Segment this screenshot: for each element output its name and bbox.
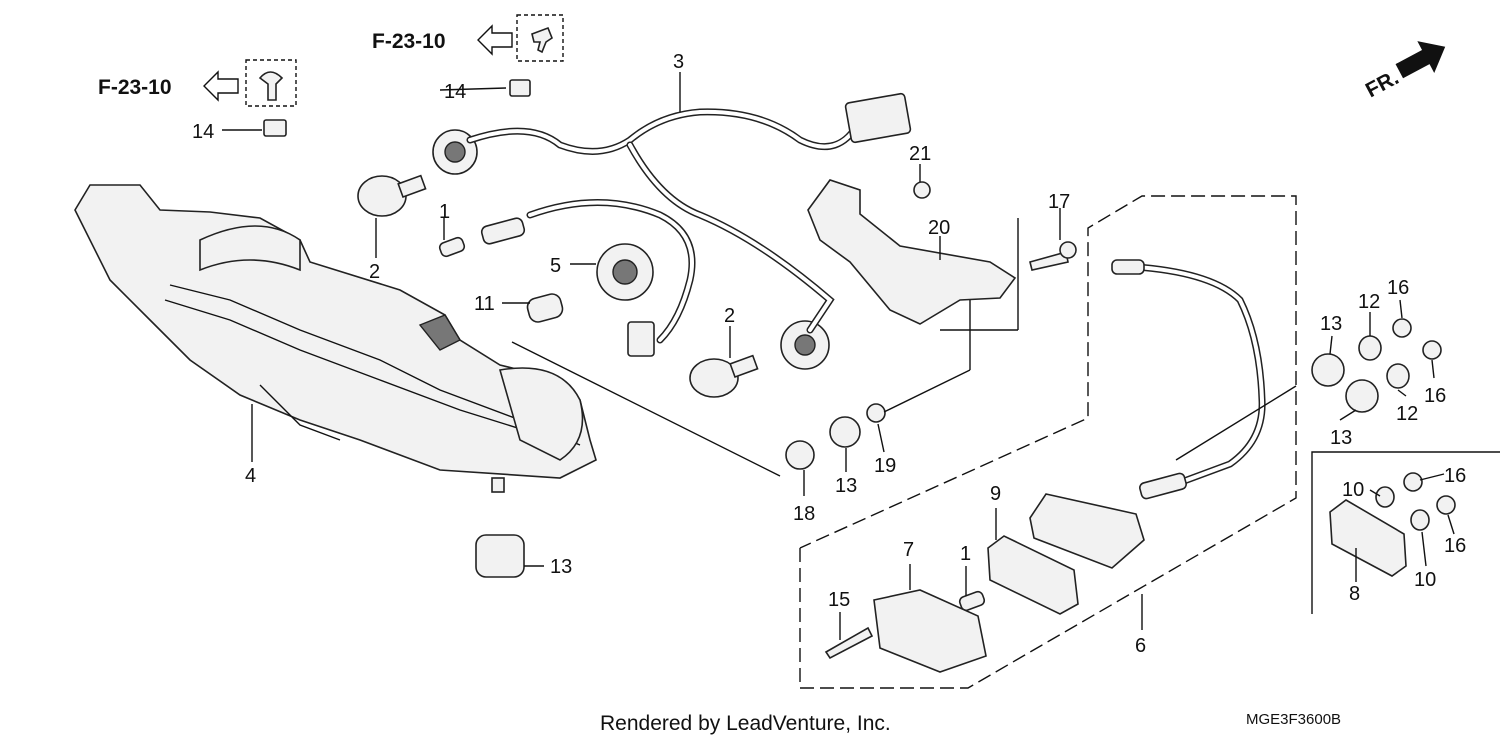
callout-4[interactable]: 4	[245, 465, 256, 487]
callout-5[interactable]: 5	[550, 255, 561, 277]
bulb-2-upper	[357, 174, 427, 217]
callout-1-lower[interactable]: 1	[960, 543, 971, 565]
tail-light-housing	[74, 184, 597, 493]
callouts: 1 1 2 2 3 4 5 6 7 8 9 10 10 11 12 12 13 …	[192, 51, 1466, 657]
grommet-13-a	[829, 416, 861, 448]
callout-16-d[interactable]: 16	[1444, 535, 1466, 557]
callout-16-a[interactable]: 16	[1387, 277, 1409, 299]
reflector-plate-group	[1311, 451, 1500, 614]
bulb-11	[526, 293, 564, 323]
callout-9[interactable]: 9	[990, 483, 1001, 505]
callout-19[interactable]: 19	[874, 455, 896, 477]
washer-19	[866, 403, 886, 423]
collar-12-a	[1358, 335, 1382, 361]
callout-13-d[interactable]: 13	[550, 556, 572, 578]
callout-11[interactable]: 11	[474, 293, 495, 315]
socket-upper	[432, 129, 478, 175]
callout-13-b[interactable]: 13	[1330, 427, 1352, 449]
socket-lower	[780, 320, 830, 370]
license-light-group	[799, 195, 1297, 689]
clip-14-a	[509, 79, 531, 97]
callout-20[interactable]: 20	[928, 217, 950, 239]
callout-18[interactable]: 18	[793, 503, 815, 525]
front-direction: FR.	[1362, 41, 1446, 102]
bulb-2-lower	[689, 354, 759, 398]
ref-left-label[interactable]: F-23-10	[98, 76, 172, 99]
grommet-13-b	[475, 534, 525, 578]
callout-10-b[interactable]: 10	[1414, 569, 1436, 591]
callout-12-a[interactable]: 12	[1358, 291, 1380, 313]
collar-10-b	[1410, 509, 1430, 531]
ref-left-arrow-icon	[203, 70, 239, 102]
ref-upper-box	[516, 14, 564, 62]
screw-15	[824, 626, 874, 660]
front-direction-arrow-icon	[1395, 41, 1446, 79]
collar-10-a	[1375, 486, 1395, 508]
callout-1-upper[interactable]: 1	[439, 201, 450, 223]
front-direction-label: FR.	[1362, 66, 1403, 102]
ref-upper[interactable]: F-23-10	[372, 14, 564, 62]
grommet-13-d	[1345, 379, 1379, 413]
callout-12-b[interactable]: 12	[1396, 403, 1418, 425]
callout-10-a[interactable]: 10	[1342, 479, 1364, 501]
callout-13-a[interactable]: 13	[1320, 313, 1342, 335]
callout-15[interactable]: 15	[828, 589, 850, 611]
collar-18	[785, 440, 815, 470]
bulb-1-upper	[438, 236, 466, 258]
callout-14-a[interactable]: 14	[444, 81, 466, 103]
grommet-13-c	[1311, 353, 1345, 387]
diagram-code: MGE3F3600B	[1246, 711, 1341, 728]
nut-16-b	[1422, 340, 1442, 360]
callout-21[interactable]: 21	[909, 143, 931, 165]
nut-16-c	[1403, 472, 1423, 492]
callout-14-b[interactable]: 14	[192, 121, 214, 143]
nut-16-a	[1392, 318, 1412, 338]
clip-14-b	[263, 119, 287, 137]
ref-upper-label[interactable]: F-23-10	[372, 30, 446, 53]
ref-left-box	[245, 59, 297, 107]
ref-left[interactable]: F-23-10	[98, 59, 297, 107]
footer-credit: Rendered by LeadVenture, Inc.	[600, 712, 891, 735]
callout-6[interactable]: 6	[1135, 635, 1146, 657]
callout-16-b[interactable]: 16	[1424, 385, 1446, 407]
bulb-1-lower	[958, 590, 986, 612]
socket-side	[480, 217, 526, 245]
callout-13-c[interactable]: 13	[835, 475, 857, 497]
callout-2-lower[interactable]: 2	[724, 305, 735, 327]
bolt-icon	[258, 71, 284, 101]
collar-12-b	[1386, 363, 1410, 389]
ref-upper-arrow-icon	[477, 24, 513, 56]
wire-harness	[466, 92, 912, 357]
callout-2-upper[interactable]: 2	[369, 261, 380, 283]
socket-5	[596, 243, 654, 301]
callout-8[interactable]: 8	[1349, 583, 1360, 605]
nut-16-d	[1436, 495, 1456, 515]
callout-17[interactable]: 17	[1048, 191, 1070, 213]
bracket-20	[807, 179, 1017, 325]
nut-21	[913, 181, 931, 199]
bolt-icon	[531, 26, 553, 54]
callout-16-c[interactable]: 16	[1444, 465, 1466, 487]
callout-7[interactable]: 7	[903, 539, 914, 561]
bolt-17	[1029, 241, 1077, 271]
leader-lines	[222, 72, 1455, 640]
callout-3[interactable]: 3	[673, 51, 684, 73]
